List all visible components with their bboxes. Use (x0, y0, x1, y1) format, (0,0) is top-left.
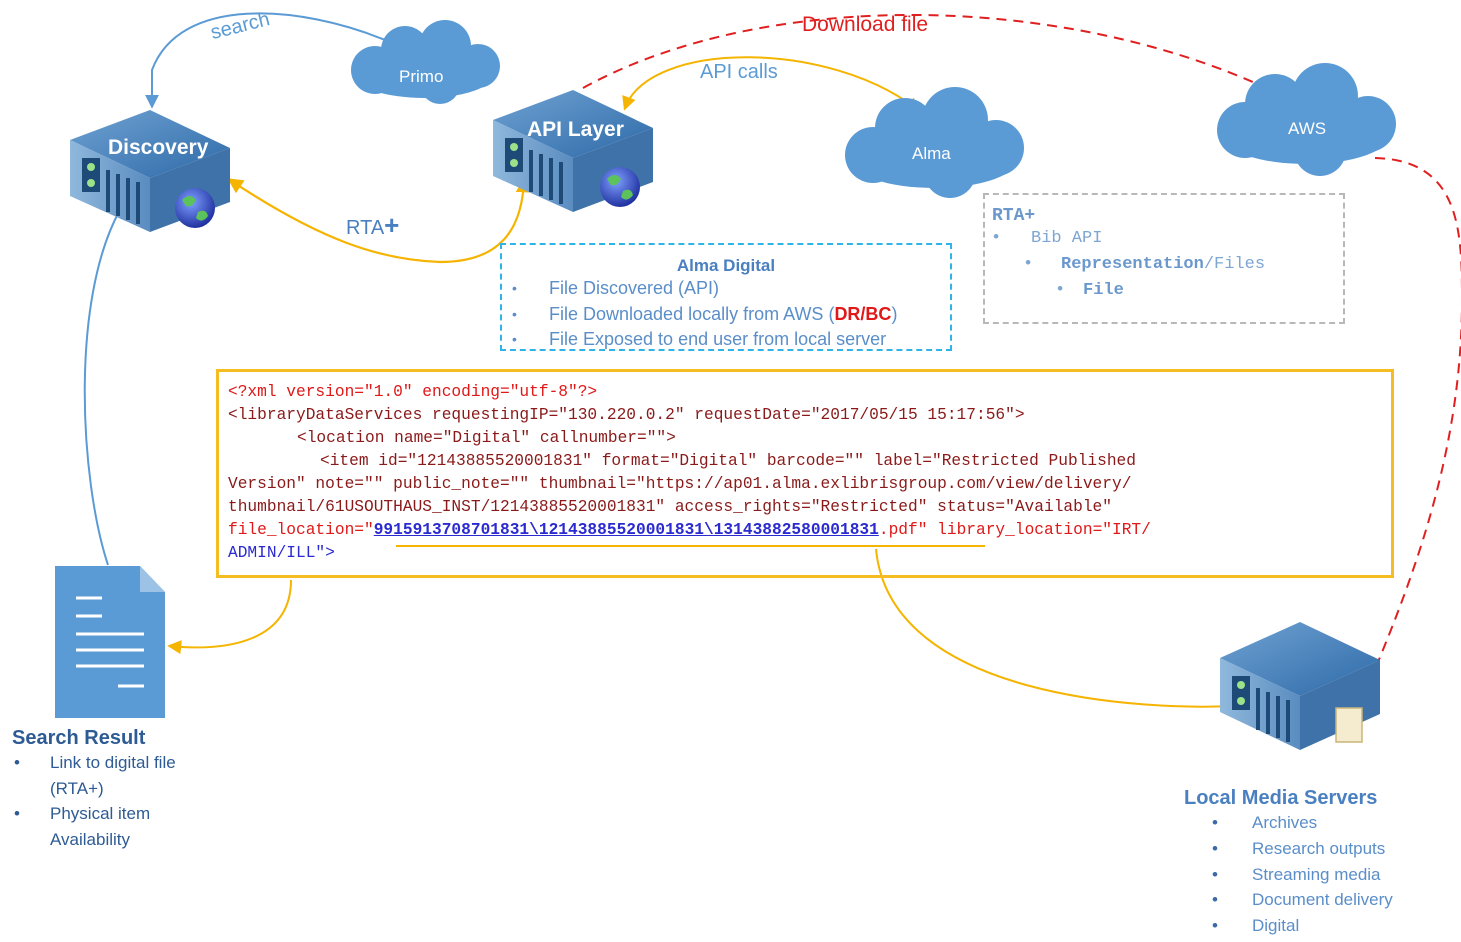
list-item-text: File Downloaded locally from AWS ( (549, 303, 835, 324)
list-item-text: File (1083, 281, 1124, 300)
alma-digital-box: Alma Digital File Discovered (API) File … (500, 243, 952, 353)
list-item-text: File Exposed to end user from local serv… (549, 329, 887, 349)
list-item: File Discovered (API) (502, 276, 950, 302)
api-calls-arrow (622, 56, 921, 112)
aws-cloud (1217, 63, 1396, 176)
xml-line: ADMIN/ILL"> (228, 544, 335, 562)
plus-sign: + (384, 210, 400, 240)
xml-line: thumbnail/61USOUTHAUS_INST/1214388552000… (228, 498, 1112, 516)
file-location-link[interactable]: 9915913708701831\12143885520001831\13143… (373, 521, 879, 539)
search-arrow (145, 12, 386, 109)
list-item: File Exposed to end user from local serv… (502, 327, 950, 353)
document-icon (55, 566, 165, 718)
xml-line: <libraryDataServices requestingIP="130.2… (228, 406, 1025, 424)
download-file-label: Download file (802, 13, 929, 36)
xml-line: file_location="9915913708701831\12143885… (228, 519, 1391, 542)
rta-box-title: RTA+ (992, 206, 1036, 226)
rta-text: RTA (346, 217, 385, 239)
xml-attr: file_location=" (228, 521, 374, 539)
api-calls-label: API calls (700, 61, 778, 83)
list-item-text: /Files (1203, 255, 1266, 274)
list-item: Link to digital file (RTA+) (12, 750, 230, 801)
xml-line: <?xml version="1.0" encoding="utf-8"?> (228, 383, 598, 401)
close-paren: ) (891, 303, 898, 324)
alma-label: Alma (912, 144, 951, 163)
aws-to-local-media-connector (1374, 157, 1461, 663)
xml-line: <location name="Digital" callnumber=""> (297, 429, 676, 447)
folder-icon (1335, 707, 1363, 743)
list-item: Archives (1184, 810, 1393, 836)
list-item-text: File Discovered (API) (549, 278, 720, 298)
xml-line: Version" note="" public_note="" thumbnai… (228, 475, 1132, 493)
api-layer-label: API Layer (527, 118, 624, 141)
list-item: Digital (1184, 913, 1393, 939)
local-media-title: Local Media Servers (1184, 787, 1378, 809)
aws-label: AWS (1288, 119, 1327, 138)
list-item-text: Representation (1061, 255, 1204, 274)
download-file-connector (582, 14, 1276, 93)
list-item: File (985, 278, 1343, 304)
local-media-server-icon (1220, 622, 1380, 750)
list-item: Physical item Availability (12, 801, 230, 852)
rta-plus-box: RTA+ Bib API Representation/Files File (983, 193, 1345, 324)
local-media-list: Archives Research outputs Streaming medi… (1184, 810, 1393, 939)
xml-to-search-result-arrow (167, 579, 292, 655)
discovery-server-icon (70, 110, 230, 232)
primo-cloud (351, 20, 500, 104)
file-location-to-media-server-line (875, 548, 1233, 708)
xml-attr: .pdf" library_location="IRT/ (878, 521, 1151, 539)
discovery-label: Discovery (108, 136, 209, 159)
xml-response-box: <?xml version="1.0" encoding="utf-8"?> <… (216, 369, 1394, 578)
discovery-to-search-result-line (83, 209, 121, 566)
rta-plus-label: RTA+ (346, 210, 399, 241)
api-layer-server-icon (493, 90, 653, 212)
list-item: Document delivery (1184, 887, 1393, 913)
dr-bc-text: DR/BC (834, 303, 892, 324)
list-item: Research outputs (1184, 836, 1393, 862)
search-result-list: Link to digital file (RTA+) Physical ite… (12, 750, 230, 852)
xml-line: <item id="12143885520001831" format="Dig… (320, 452, 1136, 470)
search-result-panel: Search Result Link to digital file (RTA+… (12, 727, 230, 852)
rta-box-list: Bib API Representation/Files File (985, 226, 1343, 304)
list-item: File Downloaded locally from AWS (DR/BC) (502, 302, 950, 328)
alma-cloud (845, 87, 1024, 198)
list-item: Bib API (985, 226, 1343, 252)
search-result-title: Search Result (12, 727, 146, 749)
list-item: Streaming media (1184, 862, 1393, 888)
alma-digital-list: File Discovered (API) File Downloaded lo… (502, 276, 950, 353)
list-item: Representation/Files (985, 252, 1343, 278)
rta-arrow (227, 176, 532, 264)
alma-digital-title: Alma Digital (676, 256, 776, 275)
primo-label: Primo (399, 67, 444, 86)
list-item-text: Bib API (1031, 229, 1103, 248)
local-media-servers-panel: Local Media Servers Archives Research ou… (1184, 787, 1393, 939)
